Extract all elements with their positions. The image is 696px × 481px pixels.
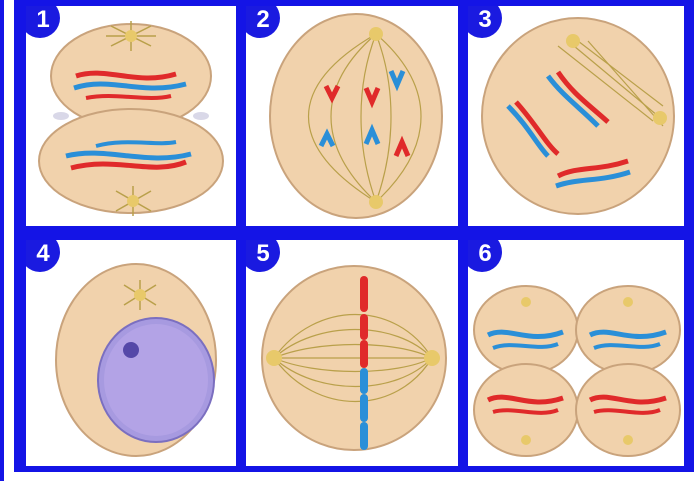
panel-3: 3 [468, 6, 684, 226]
cytokinesis-illustration [26, 6, 236, 226]
left-frame-strip [0, 0, 4, 481]
mitosis-stage-grid: 1 2 [14, 0, 694, 472]
panel-2: 2 [246, 6, 458, 226]
panel-5: 5 [246, 240, 458, 466]
interphase-illustration [26, 240, 236, 466]
panel-1: 1 [26, 6, 236, 226]
nucleolus [123, 342, 139, 358]
metaphase-illustration [246, 240, 458, 466]
daughter-cells-illustration [468, 240, 684, 466]
prometaphase-illustration [468, 6, 684, 226]
anaphase-illustration [246, 6, 458, 226]
panel-6: 6 [468, 240, 684, 466]
panel-4: 4 [26, 240, 236, 466]
